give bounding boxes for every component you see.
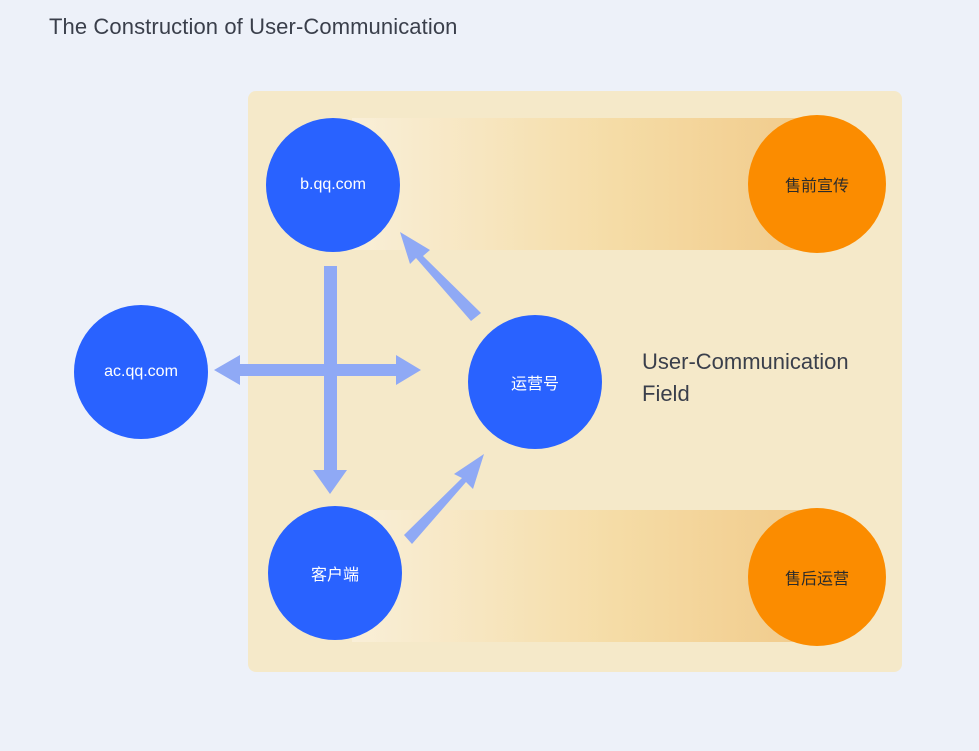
diagram-title: The Construction of User-Communication — [49, 14, 458, 39]
node-client: 客户端 — [268, 506, 402, 640]
node-aftersale: 售后运营 — [748, 508, 886, 646]
node-operator: 运营号 — [468, 315, 602, 449]
arrow-client-to-operator — [404, 454, 484, 544]
node-ac-qq-com: ac.qq.com — [74, 305, 208, 439]
field-label-line1: User-Communication — [642, 349, 849, 374]
node-b-qq-com: b.qq.com — [266, 118, 400, 252]
field-label: User-Communication Field — [642, 346, 849, 410]
node-presale: 售前宣传 — [748, 115, 886, 253]
arrow-operator-to-b — [400, 232, 481, 321]
arrow-b-to-client — [313, 266, 347, 494]
arrow-ac-to-operator — [214, 355, 421, 385]
field-label-line2: Field — [642, 381, 690, 406]
